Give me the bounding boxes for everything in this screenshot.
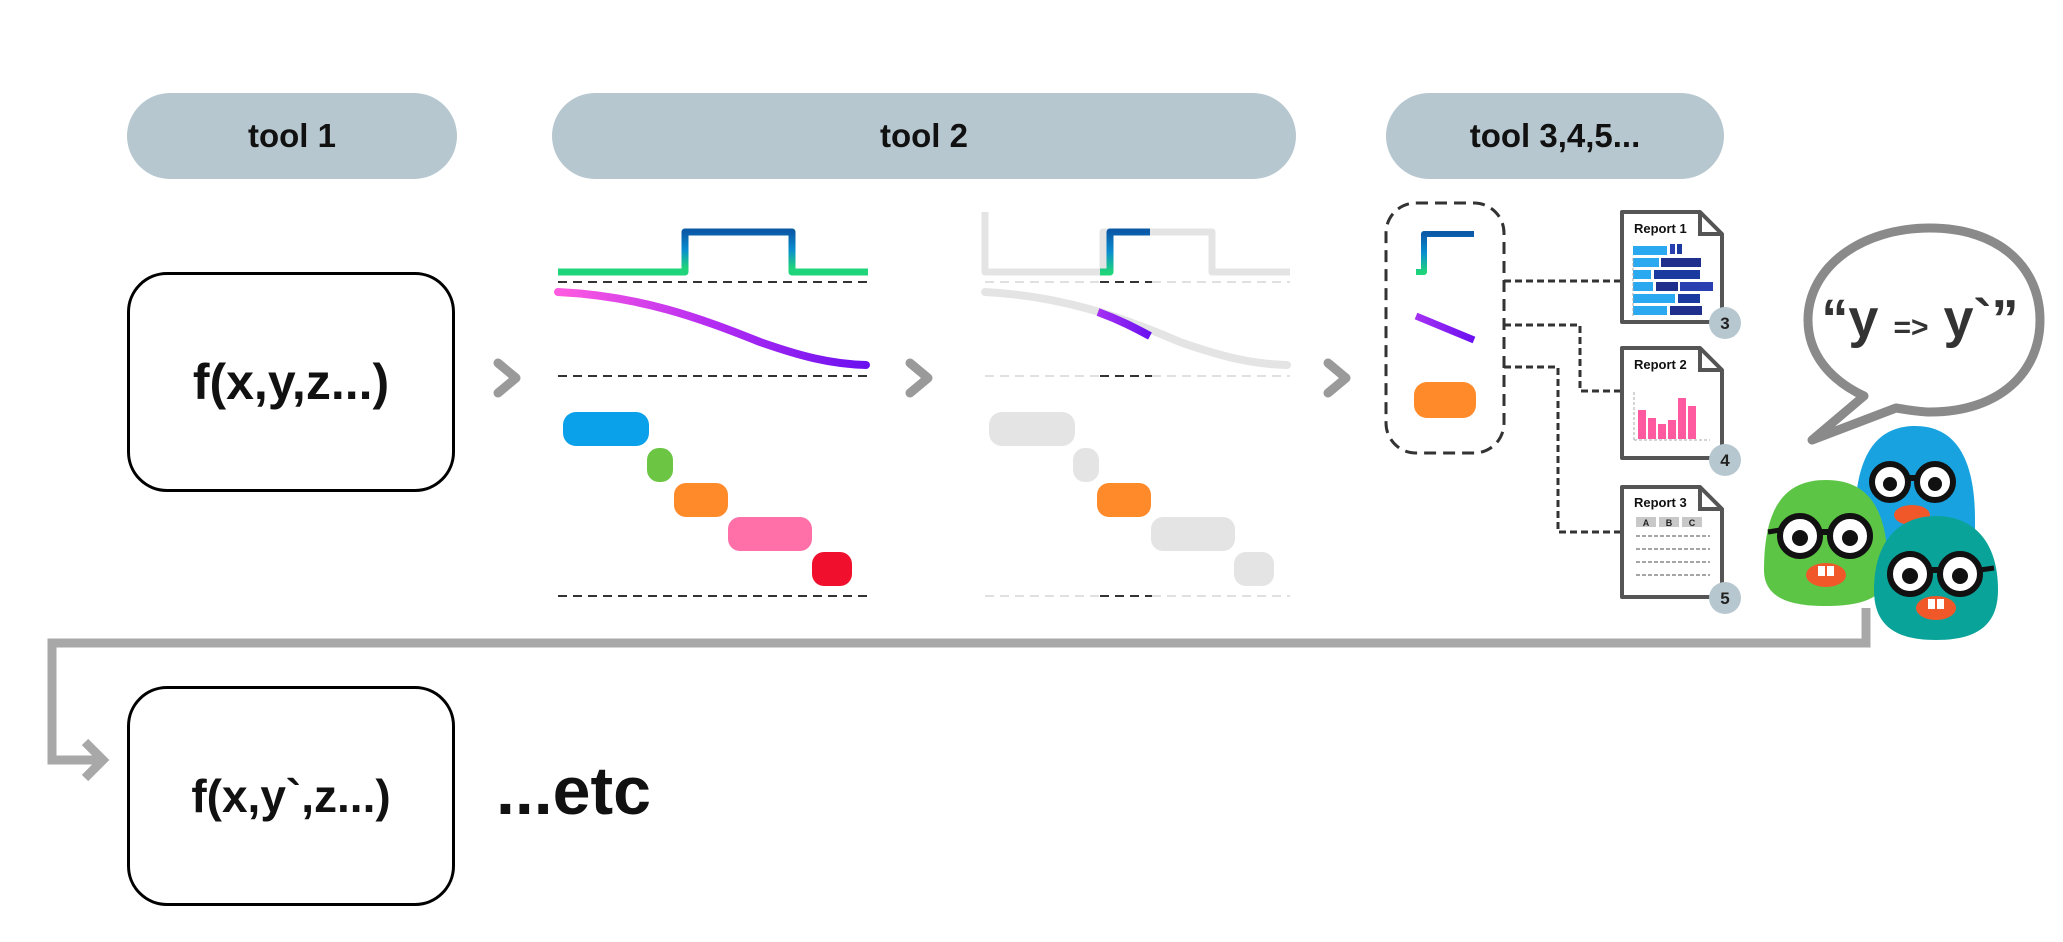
function-text: f(x,y`,z...) xyxy=(191,770,391,822)
step-signal-chart xyxy=(554,210,868,283)
timeline-block xyxy=(989,412,1075,446)
column-header: A xyxy=(1643,518,1650,528)
report-badge xyxy=(1709,307,1741,339)
timeline-block xyxy=(1151,517,1235,551)
timeline-block xyxy=(728,517,812,551)
etc-label: ...etc xyxy=(496,753,651,829)
blue-nerd-character-icon xyxy=(1855,426,1975,545)
function-box-updated: f(x,y`,z...) xyxy=(127,686,455,906)
report-connectors xyxy=(1504,279,1622,534)
speech-bubble xyxy=(1803,223,2045,445)
timeline-block xyxy=(674,483,728,517)
report-2-title: Report 2 xyxy=(1634,357,1687,372)
timeline-block xyxy=(1097,483,1151,517)
report-3-title: Report 3 xyxy=(1634,495,1687,510)
badge-number: 4 xyxy=(1720,451,1730,470)
timeline-blocks-chart-filtered xyxy=(985,412,1290,597)
speech-y-prime: y`” xyxy=(1943,289,2019,349)
green-nerd-character-icon xyxy=(1764,480,1888,606)
speech-y: “y xyxy=(1821,289,1879,349)
step-signal-chart-filtered xyxy=(981,212,1290,283)
report-1-title: Report 1 xyxy=(1634,221,1687,236)
speech-text: “y => y`” xyxy=(1805,288,2035,350)
function-text: f(x,y,z...) xyxy=(192,354,390,410)
badge-number: 5 xyxy=(1720,589,1729,608)
chevron-right-icon xyxy=(1323,358,1351,398)
timeline-block xyxy=(1234,552,1274,586)
teal-nerd-character-icon xyxy=(1874,516,1998,640)
selection-box xyxy=(1384,201,1506,455)
timeline-block xyxy=(647,448,673,482)
chevron-right-icon xyxy=(905,358,933,398)
report-badge xyxy=(1709,582,1741,614)
report-badge xyxy=(1709,444,1741,476)
tool-2-label: tool 2 xyxy=(552,93,1296,179)
tool-1-label: tool 1 xyxy=(127,93,457,179)
timeline-block xyxy=(563,412,649,446)
speech-arrow: => xyxy=(1893,311,1929,344)
tool-3-label: tool 3,4,5... xyxy=(1386,93,1724,179)
decay-curve-chart-filtered xyxy=(981,288,1291,377)
column-header: C xyxy=(1689,518,1696,528)
function-box-original: f(x,y,z...) xyxy=(127,272,455,492)
timeline-block xyxy=(812,552,852,586)
badge-number: 3 xyxy=(1720,314,1729,333)
report-3-document xyxy=(1620,485,1724,599)
report-2-document xyxy=(1620,346,1724,460)
report-1-document xyxy=(1620,210,1724,324)
column-header: B xyxy=(1666,518,1673,528)
decay-curve-chart xyxy=(554,288,870,377)
timeline-block xyxy=(1073,448,1099,482)
chevron-right-icon xyxy=(493,358,521,398)
feedback-loop-arrow xyxy=(47,608,1871,782)
timeline-blocks-chart xyxy=(558,412,868,597)
